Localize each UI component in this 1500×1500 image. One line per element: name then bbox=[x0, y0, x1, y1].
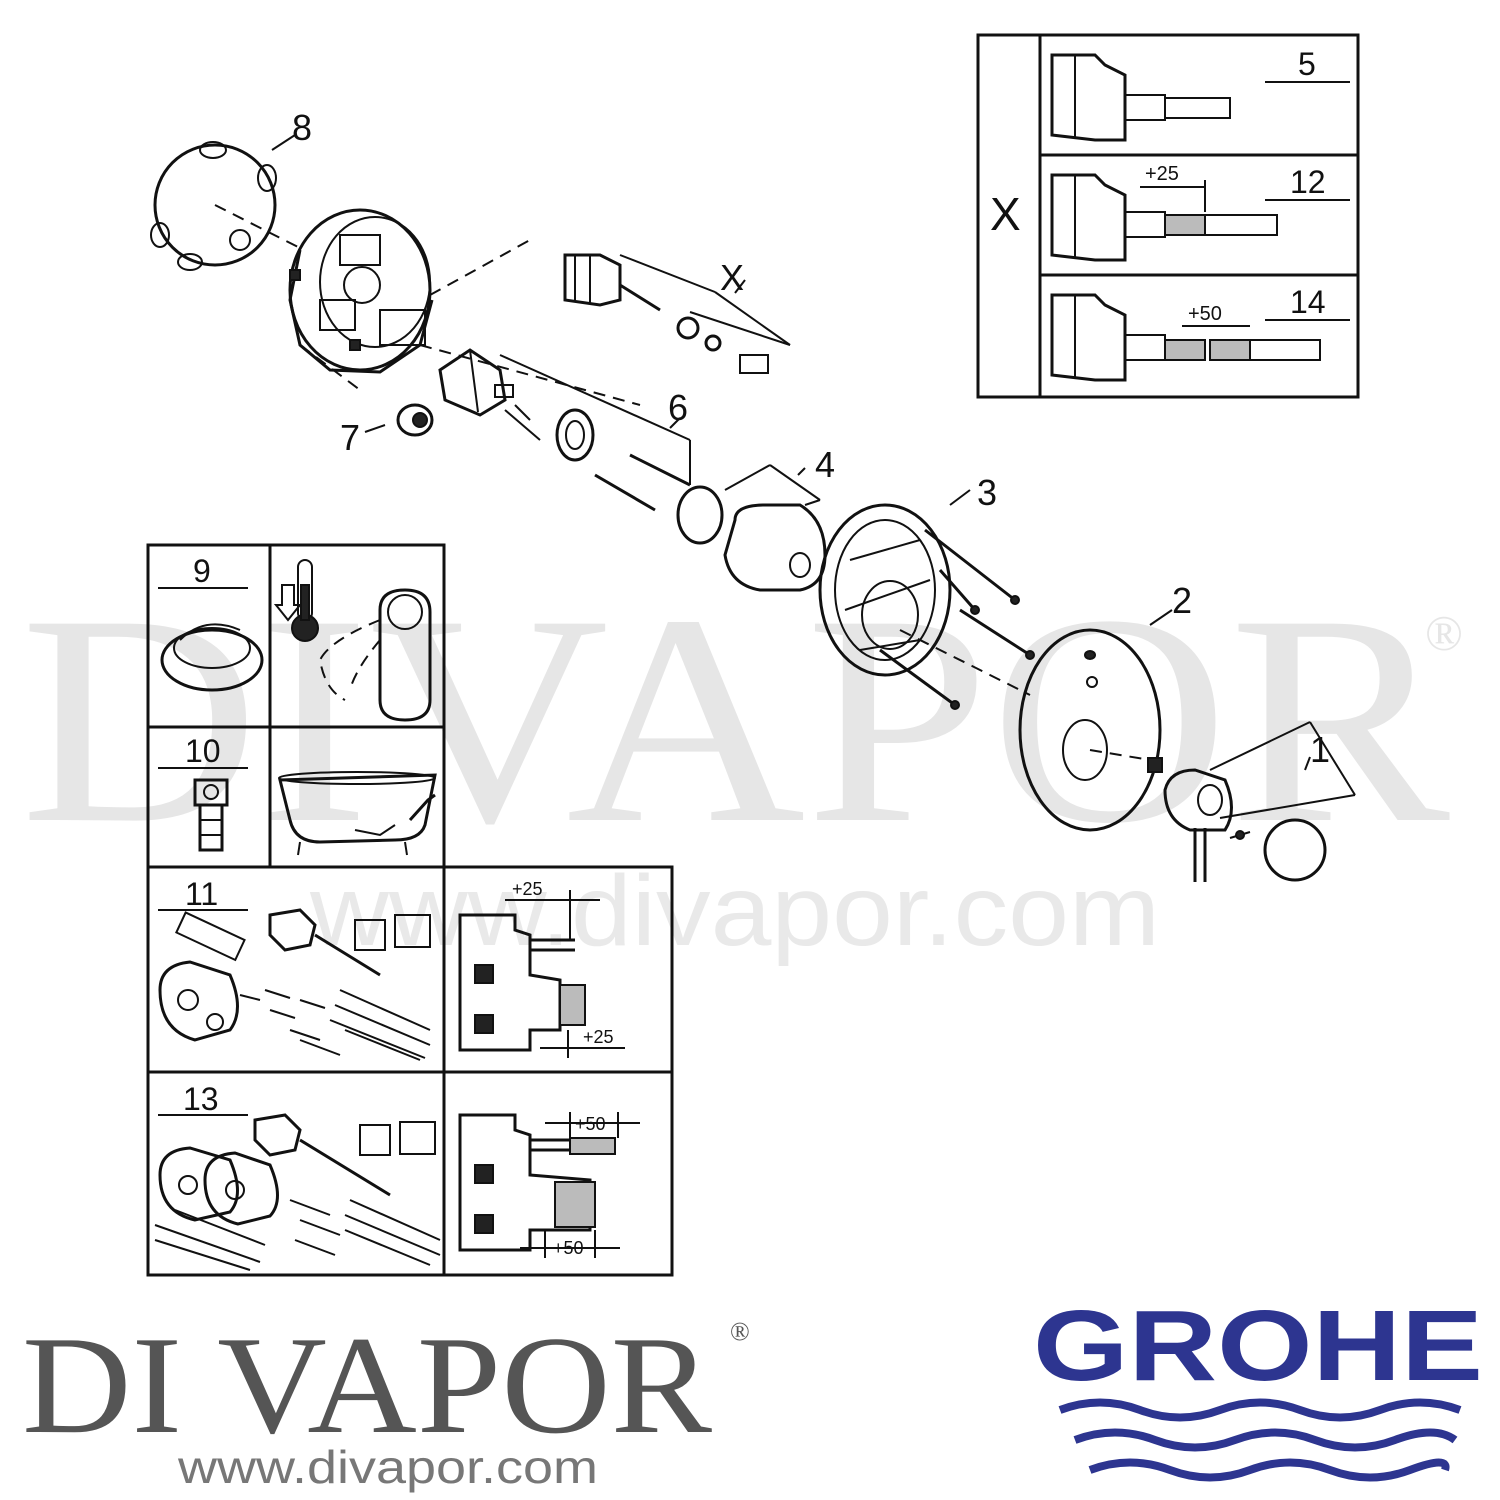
label-12: 12 bbox=[1290, 164, 1326, 200]
inset-row-12: +25 12 bbox=[1050, 163, 1350, 262]
divapor-logo-text: DI VAPOR bbox=[22, 1308, 713, 1463]
grohe-wave-3 bbox=[1088, 1458, 1450, 1482]
part-labels: 8 X 7 6 4 3 2 1 bbox=[292, 107, 1330, 770]
inset-x-label: X bbox=[990, 188, 1021, 240]
divapor-url: www.divapor.com bbox=[177, 1441, 598, 1493]
label-9: 9 bbox=[193, 553, 211, 589]
kit-row-13: 13 bbox=[154, 1081, 640, 1271]
label-4: 4 bbox=[815, 444, 835, 485]
valve-body bbox=[288, 208, 641, 406]
label-8: 8 bbox=[292, 107, 312, 148]
grohe-wave-1 bbox=[1058, 1398, 1462, 1422]
watermark-url: www.divapor.com bbox=[309, 855, 1160, 967]
label-6: 6 bbox=[668, 387, 688, 428]
part-x-diverter bbox=[563, 253, 791, 374]
label-10: 10 bbox=[185, 733, 221, 769]
grohe-logo: GROHE bbox=[1033, 1290, 1483, 1482]
kit13-bottom-dimension: +50 bbox=[553, 1238, 584, 1258]
kit-row-11: 11 bbox=[158, 876, 625, 1061]
part-7-knob bbox=[364, 403, 434, 437]
label-14: 14 bbox=[1290, 284, 1326, 320]
inset-row-5: 5 bbox=[1050, 46, 1350, 142]
grohe-wave-2 bbox=[1073, 1428, 1458, 1452]
kit11-top-dimension: +25 bbox=[512, 879, 543, 899]
label-13: 13 bbox=[183, 1081, 219, 1117]
part-8-gasket bbox=[150, 134, 301, 271]
kit-row-10: 10 bbox=[158, 733, 437, 856]
kit13-top-dimension: +50 bbox=[575, 1114, 606, 1134]
part-6-cartridge bbox=[438, 348, 691, 512]
label-7: 7 bbox=[340, 417, 360, 458]
part-1-handle bbox=[1147, 721, 1356, 882]
divapor-registered: ® bbox=[730, 1317, 750, 1346]
part-3-mounting-plate bbox=[818, 489, 1035, 710]
kit-table: 9 10 bbox=[146, 543, 674, 1277]
inset-row-14: +50 14 bbox=[1050, 284, 1350, 382]
grohe-logo-text: GROHE bbox=[1033, 1290, 1483, 1402]
part-2-escutcheon bbox=[1018, 609, 1173, 832]
label-5: 5 bbox=[1298, 46, 1316, 82]
divapor-brand: DI VAPOR ® www.divapor.com bbox=[22, 1308, 750, 1493]
label-x: X bbox=[720, 257, 744, 298]
watermark-registered: ® bbox=[1425, 605, 1463, 661]
label-1: 1 bbox=[1310, 729, 1330, 770]
label-2: 2 bbox=[1172, 580, 1192, 621]
kit-row-9: 9 bbox=[158, 553, 432, 722]
inset-14-dimension: +50 bbox=[1188, 303, 1222, 325]
inset-x-panel: X 5 +25 12 bbox=[976, 33, 1360, 399]
inset-12-dimension: +25 bbox=[1145, 163, 1179, 185]
kit11-bottom-dimension: +25 bbox=[583, 1027, 614, 1047]
watermark: DIVAPOR ® www.divapor.com bbox=[20, 553, 1463, 967]
label-11: 11 bbox=[185, 876, 218, 912]
label-3: 3 bbox=[977, 472, 997, 513]
